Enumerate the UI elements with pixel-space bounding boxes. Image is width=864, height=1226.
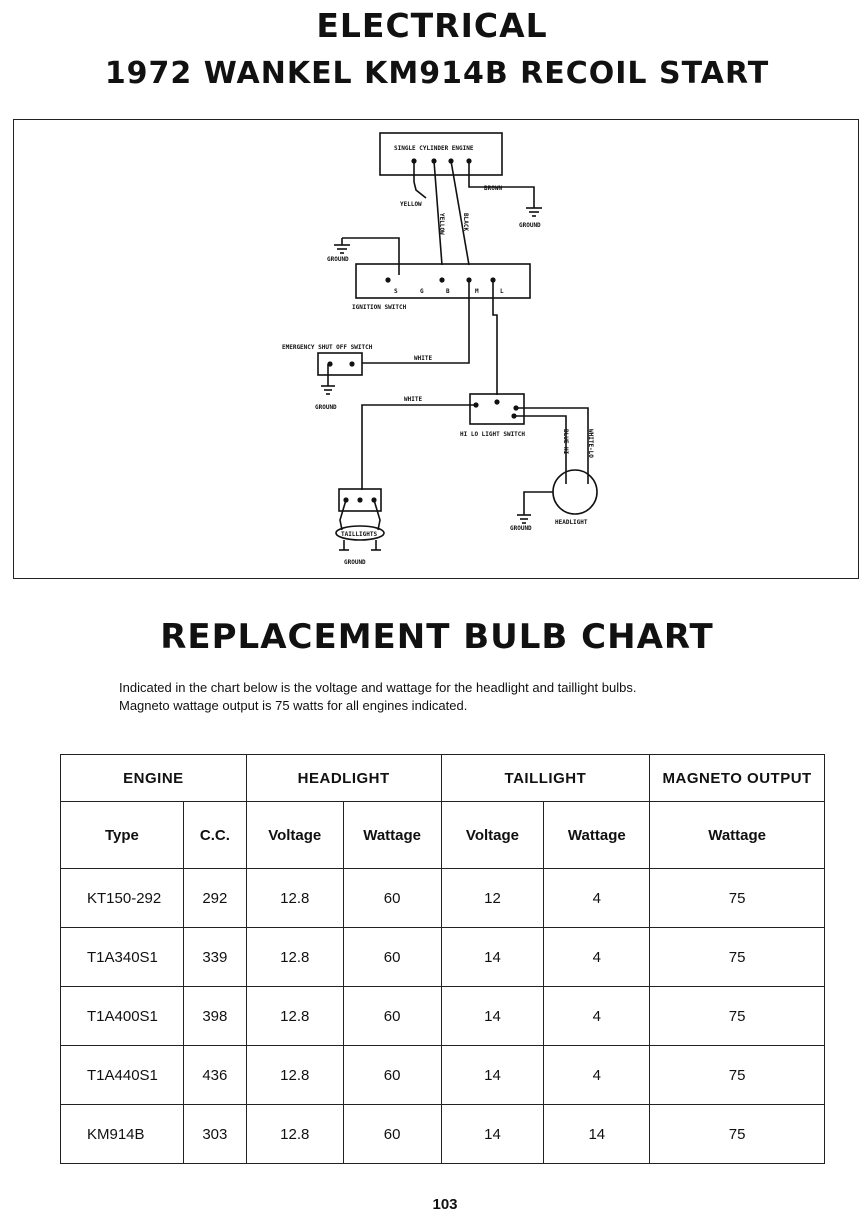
label-ground-emergency: GROUND <box>315 404 337 411</box>
table-group-header: ENGINE HEADLIGHT TAILLIGHT MAGNETO OUTPU… <box>60 754 825 802</box>
cell-headlight-voltage: 12.8 <box>245 986 344 1046</box>
cell-magneto-wattage: 75 <box>649 868 825 928</box>
cell-taillight-voltage: 14 <box>440 1045 545 1105</box>
cell-cc: 436 <box>182 1045 247 1105</box>
label-ground-tail: GROUND <box>344 559 366 566</box>
cell-headlight-wattage: 60 <box>342 986 442 1046</box>
ignition-switch-box <box>355 263 531 299</box>
table-row: KT150-292 292 12.8 60 12 4 75 <box>60 868 825 928</box>
emergency-switch-box <box>317 352 363 376</box>
bulb-table: ENGINE HEADLIGHT TAILLIGHT MAGNETO OUTPU… <box>60 754 825 1164</box>
col-taillight-wattage: Wattage <box>543 801 651 869</box>
label-ground-headlight: GROUND <box>510 525 532 532</box>
cell-magneto-wattage: 75 <box>649 927 825 987</box>
cell-headlight-voltage: 12.8 <box>245 868 344 928</box>
table-row: T1A400S1 398 12.8 60 14 4 75 <box>60 986 825 1046</box>
cell-headlight-wattage: 60 <box>342 868 442 928</box>
cell-cc: 398 <box>182 986 247 1046</box>
cell-taillight-wattage: 4 <box>543 1045 651 1105</box>
page-subtitle: 1972 WANKEL KM914B RECOIL START <box>104 56 770 91</box>
cell-cc: 292 <box>182 868 247 928</box>
label-ign-m: M <box>475 288 479 295</box>
label-yellow-1: YELLOW <box>400 201 422 208</box>
label-white-2: WHITE <box>404 396 422 403</box>
cell-magneto-wattage: 75 <box>649 1045 825 1105</box>
label-white-1: WHITE <box>414 355 432 362</box>
label-yellow-2: YELLOW <box>438 213 445 235</box>
bulb-chart-intro: Indicated in the chart below is the volt… <box>119 679 819 715</box>
group-headlight: HEADLIGHT <box>245 754 442 802</box>
col-type: Type <box>60 801 184 869</box>
cell-headlight-voltage: 12.8 <box>245 927 344 987</box>
label-engine: SINGLE CYLINDER ENGINE <box>394 145 474 152</box>
col-headlight-wattage: Wattage <box>342 801 442 869</box>
cell-taillight-voltage: 14 <box>440 986 545 1046</box>
group-magneto: MAGNETO OUTPUT <box>649 754 825 802</box>
group-engine: ENGINE <box>60 754 247 802</box>
page-number: 103 <box>432 1196 458 1213</box>
cell-taillight-voltage: 14 <box>440 1104 545 1164</box>
label-ign-s: S <box>394 288 398 295</box>
col-taillight-voltage: Voltage <box>440 801 545 869</box>
label-brown: BROWN <box>484 185 502 192</box>
page-title: ELECTRICAL <box>316 6 548 45</box>
cell-taillight-wattage: 4 <box>543 986 651 1046</box>
label-ign-b: B <box>446 288 450 295</box>
table-column-header: Type C.C. Voltage Wattage Voltage Wattag… <box>60 801 825 869</box>
cell-type: KT150-292 <box>60 868 184 928</box>
table-row: T1A340S1 339 12.8 60 14 4 75 <box>60 927 825 987</box>
label-white-lo: WHITE-LO <box>587 429 594 458</box>
intro-line-2: Magneto wattage output is 75 watts for a… <box>119 698 468 713</box>
col-headlight-voltage: Voltage <box>245 801 344 869</box>
cell-type: T1A340S1 <box>60 927 184 987</box>
cell-headlight-wattage: 60 <box>342 1045 442 1105</box>
label-black: BLACK <box>462 213 469 231</box>
hilo-switch-box <box>469 393 525 425</box>
label-headlight: HEADLIGHT <box>555 519 588 526</box>
cell-taillight-wattage: 4 <box>543 868 651 928</box>
label-ground-ignition: GROUND <box>327 256 349 263</box>
engine-box <box>379 132 503 176</box>
label-ign-g: G <box>420 288 424 295</box>
cell-type: T1A400S1 <box>60 986 184 1046</box>
headlight-bulb <box>552 469 598 515</box>
wiring-diagram: SINGLE CYLINDER ENGINE BROWN YELLOW YELL… <box>13 119 859 579</box>
wiring-diagram-svg: SINGLE CYLINDER ENGINE BROWN YELLOW YELL… <box>282 132 598 566</box>
label-emergency-switch: EMERGENCY SHUT OFF SWITCH <box>282 344 373 351</box>
cell-headlight-voltage: 12.8 <box>245 1104 344 1164</box>
cell-type: T1A440S1 <box>60 1045 184 1105</box>
cell-taillight-wattage: 14 <box>543 1104 651 1164</box>
intro-line-1: Indicated in the chart below is the volt… <box>119 680 637 695</box>
cell-headlight-wattage: 60 <box>342 1104 442 1164</box>
col-cc: C.C. <box>182 801 247 869</box>
cell-cc: 339 <box>182 927 247 987</box>
bulb-chart-title: REPLACEMENT BULB CHART <box>160 617 714 657</box>
cell-taillight-voltage: 14 <box>440 927 545 987</box>
col-magneto-wattage: Wattage <box>649 801 825 869</box>
label-ignition-switch: IGNITION SWITCH <box>352 304 407 311</box>
label-ground-engine: GROUND <box>519 222 541 229</box>
label-hilo-switch: HI LO LIGHT SWITCH <box>460 431 525 438</box>
taillight-connector-box <box>338 488 382 512</box>
cell-taillight-voltage: 12 <box>440 868 545 928</box>
taillights-outline <box>335 525 385 541</box>
cell-type: KM914B <box>60 1104 184 1164</box>
table-row: T1A440S1 436 12.8 60 14 4 75 <box>60 1045 825 1105</box>
cell-taillight-wattage: 4 <box>543 927 651 987</box>
group-taillight: TAILLIGHT <box>440 754 651 802</box>
table-row: KM914B 303 12.8 60 14 14 75 <box>60 1104 825 1164</box>
cell-magneto-wattage: 75 <box>649 1104 825 1164</box>
label-ign-l: L <box>500 288 504 295</box>
label-blue-hi: BLUE-HI <box>562 429 569 455</box>
label-taillights: TAILLIGHTS <box>341 531 378 538</box>
cell-magneto-wattage: 75 <box>649 986 825 1046</box>
cell-cc: 303 <box>182 1104 247 1164</box>
cell-headlight-voltage: 12.8 <box>245 1045 344 1105</box>
cell-headlight-wattage: 60 <box>342 927 442 987</box>
